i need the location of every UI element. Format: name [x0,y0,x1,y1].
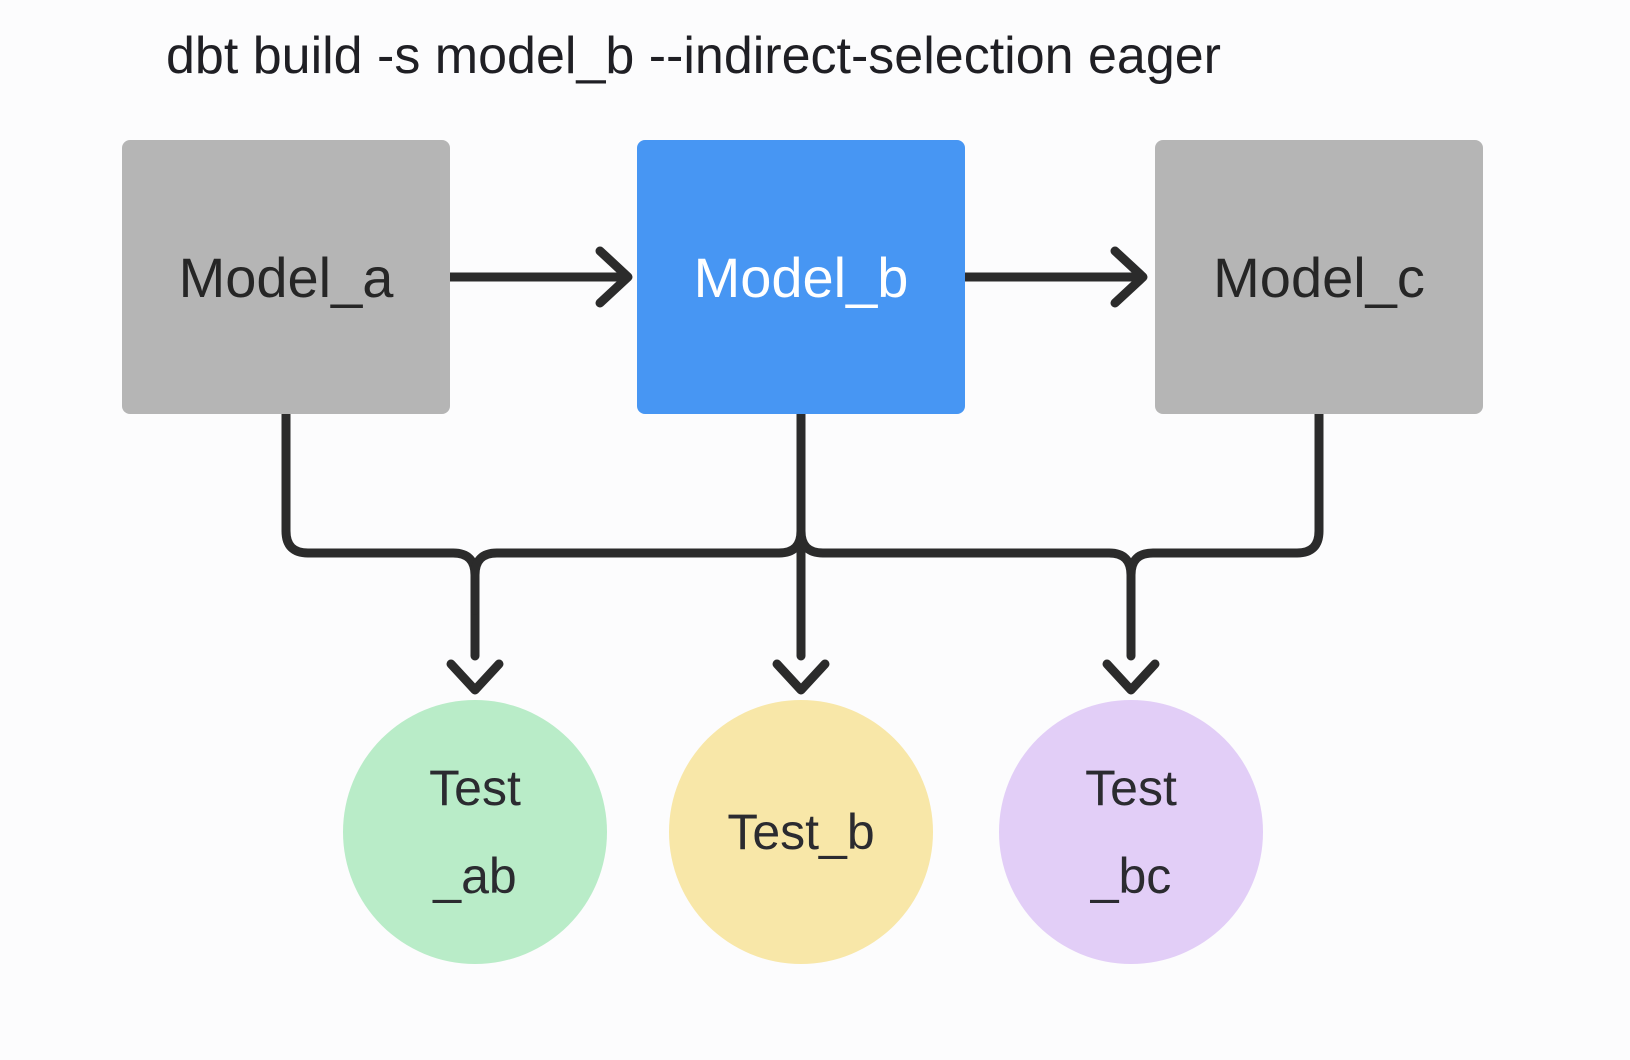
edge-model-a-to-test-ab [281,409,504,695]
node-test-ab-label-line2: _ab [433,848,517,904]
node-test-b: Test_b [669,700,933,964]
node-model-b-label: Model_b [693,245,909,309]
node-test-ab: Test _ab [343,700,607,964]
edge-model-b-to-test-bc [796,409,1136,615]
node-model-c: Model_c [1155,140,1483,414]
edge-model-a-to-model-b-arrow [445,246,633,308]
node-model-b: Model_b [637,140,965,414]
node-model-c-label: Model_c [1213,245,1425,309]
edge-model-c-to-test-bc [1102,409,1324,695]
node-test-ab-label-line1: Test [429,760,521,816]
node-test-bc-label-line1: Test [1085,760,1177,816]
command-title: dbt build -s model_b --indirect-selectio… [166,27,1221,85]
edge-model-b-to-test-ab [470,409,806,615]
node-model-a-label: Model_a [178,245,394,309]
node-model-a: Model_a [122,140,450,414]
edge-group [281,246,1324,695]
edge-model-b-to-model-c-arrow [960,246,1148,308]
node-test-bc: Test _bc [999,700,1263,964]
node-test-b-label-line1: Test_b [727,804,875,860]
node-test-bc-label-line2: _bc [1090,848,1172,904]
